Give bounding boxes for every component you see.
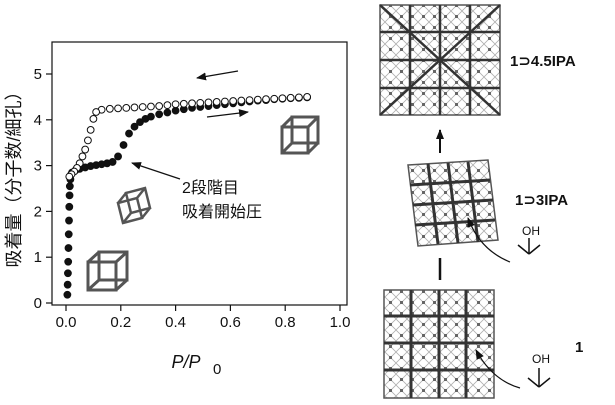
adsorption-point bbox=[108, 158, 117, 166]
desorption-point bbox=[212, 98, 221, 106]
adsorption-point bbox=[147, 112, 155, 121]
plot-frame bbox=[51, 41, 348, 306]
ipa-pointer-arrow-middle bbox=[467, 217, 511, 263]
y-tick-label: 3 bbox=[34, 158, 42, 175]
adsorption-point bbox=[171, 106, 180, 115]
y-tick-label: 0 bbox=[34, 295, 42, 312]
adsorption-point bbox=[163, 108, 172, 117]
desorption-point bbox=[163, 101, 172, 110]
y-tick-label: 2 bbox=[34, 203, 42, 220]
small-cube-illustration bbox=[86, 250, 129, 292]
adsorption-point bbox=[125, 129, 133, 138]
adsorption-point bbox=[64, 230, 73, 239]
desorption-point bbox=[303, 93, 312, 101]
x-tick-label: 0.0 bbox=[56, 314, 77, 331]
structure-top-lattice bbox=[379, 4, 501, 116]
desorption-point bbox=[147, 102, 155, 111]
adsorption-point bbox=[64, 244, 73, 252]
annotation-pointer-arrow bbox=[131, 162, 181, 180]
x-tick-label: 0.2 bbox=[110, 314, 131, 331]
series-open-circle bbox=[65, 93, 312, 181]
adsorption-point bbox=[65, 202, 74, 211]
desorption-direction-arrow bbox=[196, 70, 239, 81]
desorption-point bbox=[204, 98, 213, 107]
structure-bottom-label: 1 bbox=[575, 339, 583, 356]
structure-top-label: 1⊃4.5IPA bbox=[510, 53, 576, 70]
ipa-oh-label-middle: OH bbox=[522, 224, 540, 238]
desorption-point bbox=[105, 104, 114, 113]
desorption-point bbox=[65, 172, 74, 181]
second-step-annotation-line1: 2段階目 bbox=[182, 179, 239, 197]
adsorption-point bbox=[114, 152, 122, 161]
adsorption-point bbox=[63, 280, 72, 289]
desorption-point bbox=[81, 145, 90, 154]
data-points bbox=[63, 93, 312, 299]
x-axis-label: P/P bbox=[171, 352, 200, 372]
x-tick-label: 0.8 bbox=[275, 314, 296, 331]
desorption-point bbox=[270, 94, 279, 103]
desorption-point bbox=[221, 97, 229, 106]
distorted-cube-illustration bbox=[116, 186, 152, 225]
adsorption-point bbox=[155, 110, 164, 119]
desorption-point bbox=[262, 95, 270, 104]
structure-bottom-lattice bbox=[383, 289, 495, 399]
axis-tick-labels: 0.0 0.2 0.4 0.6 0.8 1.0 0 1 2 3 4 5 bbox=[34, 66, 351, 331]
desorption-point bbox=[237, 96, 246, 105]
desorption-point bbox=[89, 114, 98, 123]
desorption-point bbox=[138, 103, 147, 111]
large-cube-illustration bbox=[280, 115, 320, 155]
adsorption-direction-arrow bbox=[206, 109, 249, 118]
ipa-oh-label-bottom: OH bbox=[532, 352, 550, 366]
x-axis-label-subscript: 0 bbox=[213, 361, 221, 378]
adsorption-isotherm-chart: 0.0 0.2 0.4 0.6 0.8 1.0 0 1 2 3 4 5 P/P 0 吸着量（分子数/細… bbox=[4, 41, 351, 378]
desorption-point bbox=[78, 152, 87, 161]
desorption-point bbox=[179, 99, 188, 108]
desorption-point bbox=[130, 103, 139, 112]
adsorption-point bbox=[65, 216, 73, 225]
desorption-point bbox=[155, 102, 164, 110]
desorption-point bbox=[86, 125, 95, 134]
axis-ticks bbox=[46, 73, 341, 311]
desorption-point bbox=[188, 99, 196, 108]
x-tick-label: 0.4 bbox=[165, 314, 186, 331]
desorption-point bbox=[92, 108, 101, 116]
x-tick-label: 0.6 bbox=[220, 314, 241, 331]
desorption-point bbox=[122, 103, 131, 112]
desorption-point bbox=[196, 98, 205, 107]
desorption-point bbox=[84, 136, 92, 145]
desorption-point bbox=[278, 94, 287, 103]
y-tick-label: 1 bbox=[34, 249, 42, 266]
desorption-point bbox=[245, 96, 254, 105]
y-tick-label: 5 bbox=[34, 66, 42, 83]
desorption-point bbox=[114, 104, 122, 113]
adsorption-point bbox=[65, 182, 74, 191]
structure-middle-label: 1⊃3IPA bbox=[515, 192, 568, 209]
crystal-structures-panel: 1⊃4.5IPA 1⊃3IPA OH bbox=[379, 4, 583, 399]
ipa-pointer-arrow-bottom bbox=[475, 349, 521, 389]
second-step-annotation-line2: 吸着開始圧 bbox=[182, 203, 262, 221]
adsorption-point bbox=[65, 191, 74, 200]
adsorption-point bbox=[119, 141, 128, 149]
adsorption-point bbox=[64, 257, 73, 266]
ipa-molecule-middle bbox=[517, 238, 541, 255]
desorption-point bbox=[253, 95, 262, 104]
desorption-point bbox=[229, 97, 238, 105]
adsorption-point bbox=[130, 122, 139, 131]
y-tick-label: 4 bbox=[34, 112, 42, 129]
adsorption-point bbox=[64, 269, 72, 278]
ipa-molecule-bottom bbox=[527, 368, 551, 388]
desorption-point bbox=[171, 100, 180, 109]
structure-middle-lattice bbox=[407, 159, 499, 247]
adsorption-point bbox=[63, 290, 72, 299]
desorption-point bbox=[295, 93, 303, 102]
desorption-point bbox=[286, 93, 295, 102]
y-axis-label: 吸着量（分子数/細孔） bbox=[4, 83, 24, 268]
x-tick-label: 1.0 bbox=[330, 314, 351, 331]
